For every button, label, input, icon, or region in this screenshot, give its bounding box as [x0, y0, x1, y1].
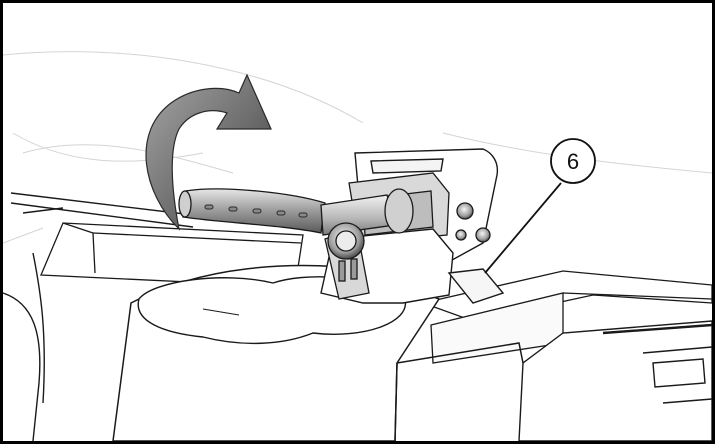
lever-grip	[178, 188, 326, 234]
pivot-arm	[324, 222, 370, 300]
callout-6-label: 6	[567, 149, 579, 174]
callout-6-leader	[484, 182, 562, 274]
callout-6: 6	[550, 138, 596, 184]
illustration-canvas: 6	[3, 51, 712, 441]
right-panel	[518, 320, 712, 441]
curved-arrow-clockwise-icon	[145, 73, 272, 231]
callout-6-circle	[550, 138, 596, 184]
